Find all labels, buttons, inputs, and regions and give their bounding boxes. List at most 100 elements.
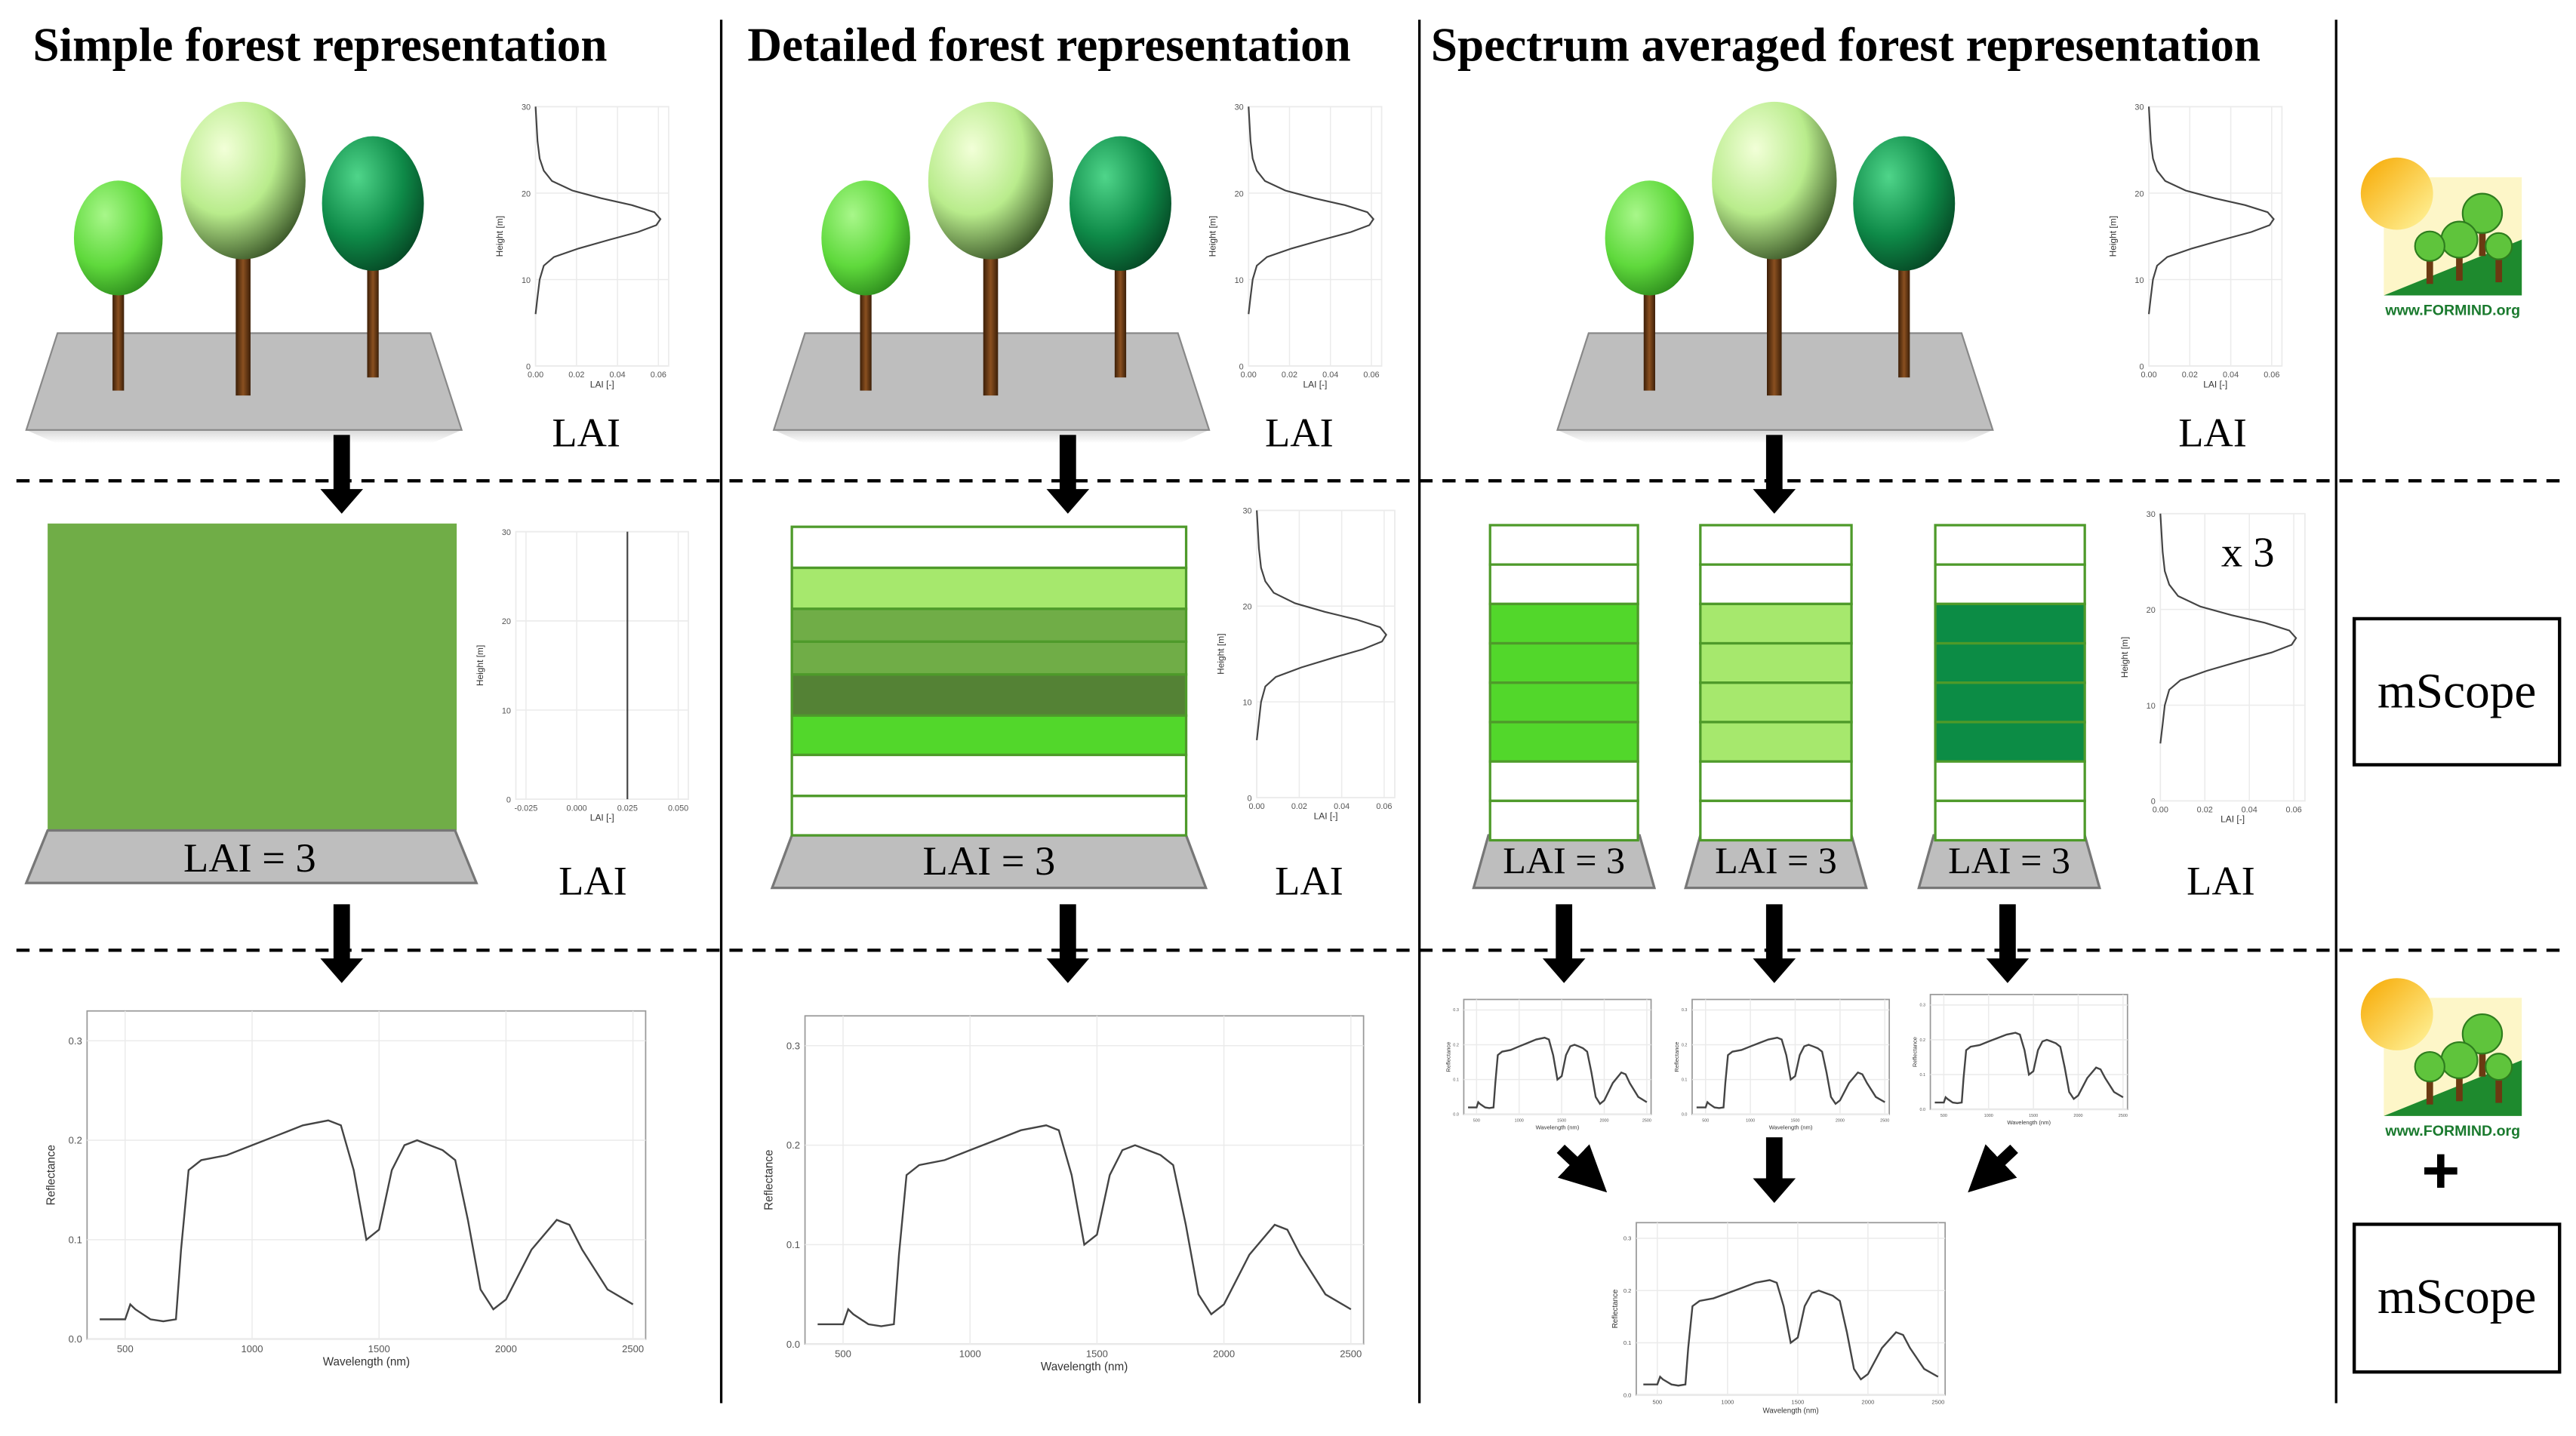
tree-trunk xyxy=(2426,1078,2433,1105)
tree-crown xyxy=(1069,136,1171,271)
tree-crown xyxy=(928,101,1054,260)
arrow-shaft xyxy=(1059,435,1076,491)
y-tick-label: 10 xyxy=(1235,276,1244,285)
species-layer xyxy=(1934,681,2086,724)
ground-lai-label: LAI = 3 xyxy=(922,840,1056,885)
x-tick-label: 0.00 xyxy=(2153,806,2168,815)
spectrum-line xyxy=(1934,1032,2124,1105)
profile-line xyxy=(2159,513,2297,744)
mscope-box: mScope xyxy=(2352,1222,2562,1374)
arrow-head xyxy=(1046,958,1090,983)
y-axis-label: Reflectance xyxy=(762,1150,775,1210)
y-axis-label: Reflectance xyxy=(45,1145,57,1205)
arrow-shaft xyxy=(1059,904,1076,961)
x-tick-label: 0.02 xyxy=(2182,371,2198,380)
tree-trunk xyxy=(112,292,125,391)
tree-crown xyxy=(1853,136,1956,271)
hill-shape xyxy=(2384,239,2522,296)
x-tick-label: 2500 xyxy=(1340,1348,1362,1360)
species-layer xyxy=(1699,524,1853,566)
y-tick-label: 10 xyxy=(2134,276,2144,285)
y-axis-label: Height [m] xyxy=(494,216,505,257)
sun-icon xyxy=(2360,157,2433,230)
ground-lai-label: LAI = 3 xyxy=(183,837,316,881)
tree-scene xyxy=(25,101,463,444)
x-tick-label: 0.04 xyxy=(610,371,626,380)
flow-arrow xyxy=(1753,1137,1796,1204)
y-tick-label: 0.3 xyxy=(1919,1004,1925,1008)
species-layer xyxy=(1488,721,1639,763)
uniform-canopy-block xyxy=(48,523,457,831)
flow-arrow xyxy=(320,904,364,983)
logo-caption: www.FORMIND.org xyxy=(2384,303,2520,319)
y-axis-label: Reflectance xyxy=(1673,1042,1680,1072)
tree-trunk xyxy=(2479,229,2486,257)
x-tick-label: 1500 xyxy=(1790,1119,1799,1124)
ground-reflection xyxy=(26,429,462,444)
tree-trunk xyxy=(2426,257,2433,284)
x-tick-label: 1000 xyxy=(959,1348,981,1360)
tree-crown xyxy=(821,180,910,296)
species-layer xyxy=(1488,524,1639,566)
plot-panel xyxy=(86,1010,647,1340)
plot-panel xyxy=(1248,106,1383,367)
x-tick-label: 0.050 xyxy=(668,804,688,813)
tree-trunk xyxy=(1114,262,1127,378)
title-simple: Simple forest representation xyxy=(32,20,608,72)
tree-crown xyxy=(2485,1053,2513,1081)
multiplier-label: x 3 xyxy=(2221,528,2275,577)
x-tick-label: 0.02 xyxy=(1291,802,1307,811)
species-layer xyxy=(1699,760,1853,802)
species-layer xyxy=(1699,799,1853,842)
spectrum-line xyxy=(1643,1279,1939,1387)
plot-panel xyxy=(1256,509,1396,798)
plot-panel xyxy=(2148,106,2283,367)
arrow-shaft xyxy=(1999,904,2016,961)
flow-arrow xyxy=(1968,1144,2018,1193)
x-axis-label: LAI [-] xyxy=(590,812,614,823)
arrow-shaft xyxy=(1765,435,1783,491)
lai-label: LAI xyxy=(552,411,621,457)
y-tick-label: 20 xyxy=(1243,603,1252,612)
y-tick-label: 0.0 xyxy=(1623,1391,1632,1398)
x-tick-label: 0.00 xyxy=(2141,371,2156,380)
lai-label: LAI xyxy=(2178,411,2247,457)
x-tick-label: 1500 xyxy=(1791,1399,1804,1406)
x-tick-label: 1000 xyxy=(1721,1399,1734,1406)
x-tick-label: 0.02 xyxy=(1282,371,1297,380)
spectrum-line xyxy=(1696,1036,1885,1109)
y-axis-label: Height [m] xyxy=(2108,216,2119,257)
x-tick-label: 1000 xyxy=(1515,1119,1524,1124)
x-tick-label: 2500 xyxy=(2119,1114,2128,1118)
species-layer xyxy=(1934,799,2086,842)
arrow-head xyxy=(320,958,364,983)
profile-line xyxy=(2147,106,2275,315)
y-tick-label: 0.1 xyxy=(1919,1073,1925,1078)
arrow-shaft xyxy=(333,904,350,961)
ground-reflection xyxy=(774,429,1210,444)
x-tick-label: 500 xyxy=(1473,1119,1480,1124)
lai-label: LAI xyxy=(559,859,627,905)
x-tick-label: 1500 xyxy=(1557,1119,1566,1124)
formind-logo: www.FORMIND.org xyxy=(2360,157,2522,319)
x-tick-label: 0.04 xyxy=(2223,371,2239,380)
y-tick-label: 0.0 xyxy=(1682,1113,1688,1118)
ground-plate xyxy=(24,829,479,884)
y-axis-label: Height [m] xyxy=(1216,633,1226,674)
arrow-head xyxy=(1753,1178,1796,1204)
flow-arrow xyxy=(320,435,364,514)
x-axis-label: Wavelength (nm) xyxy=(1769,1124,1813,1130)
y-tick-label: 0 xyxy=(1239,362,1244,371)
x-axis-label: LAI [-] xyxy=(1303,379,1327,389)
spectrum-line xyxy=(817,1124,1352,1327)
tree-trunk xyxy=(2495,1076,2503,1103)
title-detailed: Detailed forest representation xyxy=(747,20,1351,72)
arrow-head xyxy=(320,489,364,514)
